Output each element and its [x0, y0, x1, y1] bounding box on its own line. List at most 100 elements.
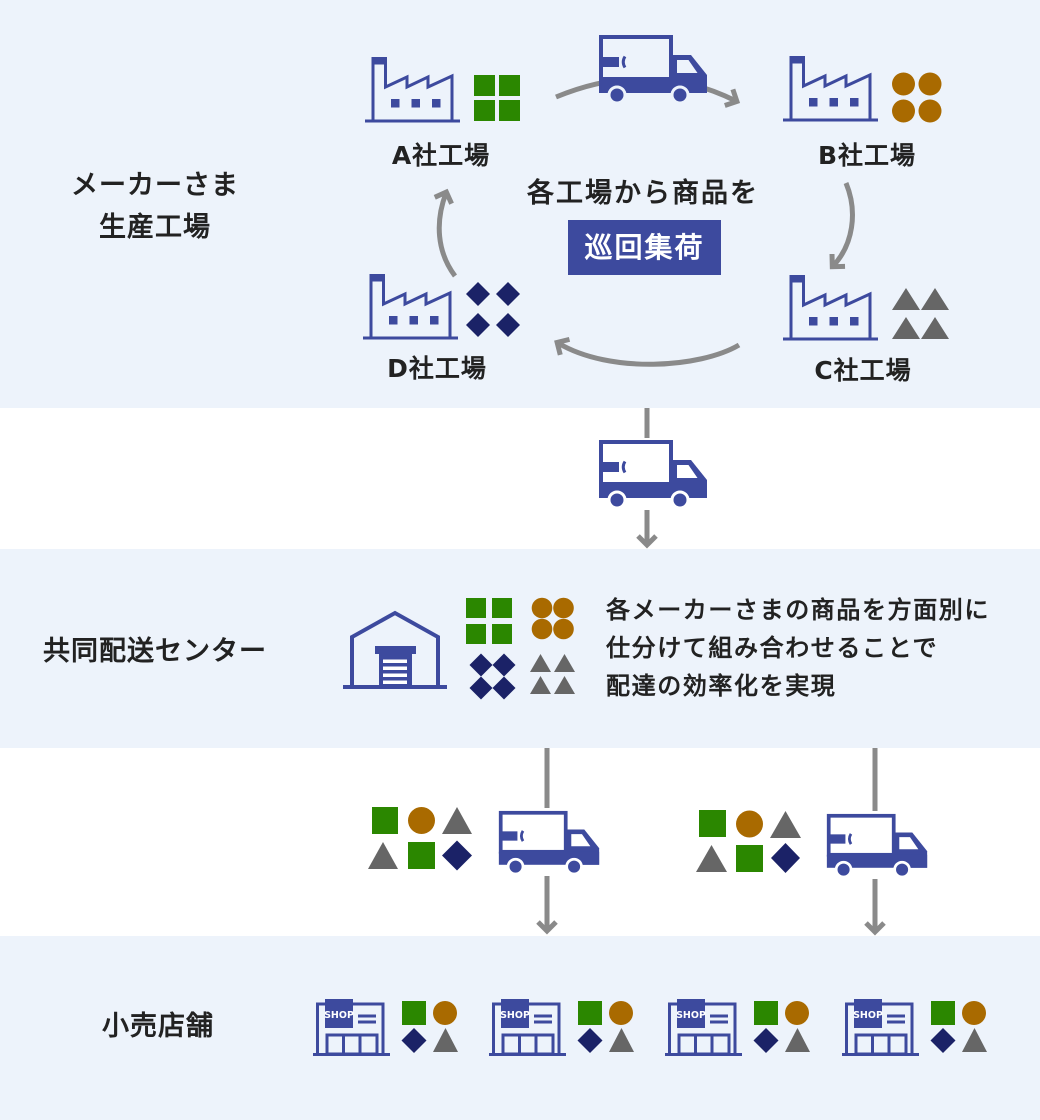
- door-slat: [383, 680, 407, 684]
- goods-diamond: [469, 676, 493, 700]
- goods-square: [499, 75, 520, 96]
- factory-b-label: B社工場: [817, 141, 917, 170]
- shop-window-dividers: [518, 1035, 538, 1054]
- shop-icon: SHOP: [313, 999, 390, 1056]
- band-distribution-center: [0, 549, 1040, 748]
- goods-square: [372, 807, 398, 834]
- delivery-route-2: [696, 748, 930, 936]
- shop-storefront: [501, 1033, 555, 1056]
- goods-diamond: [753, 1028, 779, 1053]
- stage-label-line: 生産工場: [99, 212, 211, 243]
- mixed-goods: [696, 810, 801, 873]
- store-2: SHOP: [489, 999, 634, 1056]
- factory-c-label: C社工場: [814, 356, 912, 385]
- shop-storefront: [325, 1033, 379, 1056]
- goods-triangle: [554, 654, 575, 672]
- goods-diamond: [496, 313, 520, 337]
- store-goods: [930, 1001, 987, 1053]
- shop-icon: SHOP: [489, 999, 566, 1056]
- goods-diamond: [577, 1028, 603, 1053]
- goods-circle: [609, 1001, 633, 1025]
- factory-d: [361, 272, 520, 340]
- goods-triangle: [530, 676, 551, 694]
- shop-window-dividers: [694, 1035, 714, 1054]
- shop-sign: [854, 999, 882, 1028]
- goods-circle: [553, 618, 574, 640]
- store-goods: [753, 1001, 810, 1053]
- goods-square: [699, 810, 726, 837]
- goods-square: [492, 598, 512, 618]
- goods-triangle: [609, 1028, 634, 1052]
- factory-a-label: A社工場: [391, 141, 491, 170]
- stage-label-manufacturers: メーカーさま 生産工場: [40, 165, 270, 249]
- shop-sign-lines: [358, 1014, 376, 1024]
- arrow-c-to-d: [554, 336, 741, 367]
- door-slat: [383, 673, 407, 677]
- goods-circle: [408, 807, 435, 834]
- milk-run-caption: 各工場から商品を: [527, 178, 759, 209]
- milk-run-badge: 巡回集荷: [568, 220, 721, 275]
- center-goods: [466, 597, 575, 700]
- goods-diamond: [442, 840, 472, 871]
- goods-triangle: [530, 654, 551, 672]
- shop-sign-text: SHOP: [853, 1010, 883, 1021]
- goods-circle: [918, 99, 942, 123]
- goods-square: [736, 845, 763, 872]
- warehouse-icon: [343, 610, 447, 689]
- goods-square: [474, 75, 495, 96]
- factory-d-label: D社工場: [387, 354, 487, 383]
- goods-circle: [531, 618, 553, 640]
- shop-sign-lines: [534, 1014, 552, 1024]
- factory-c: [781, 273, 949, 341]
- door-slat: [383, 659, 407, 663]
- shop-icon: SHOP: [842, 999, 919, 1056]
- truck-icon: [597, 35, 709, 105]
- goods-circle: [892, 99, 915, 123]
- goods-square: [492, 624, 512, 644]
- goods-triangle: [892, 288, 920, 310]
- truck-icon: [597, 440, 709, 510]
- goods-square: [578, 1001, 602, 1025]
- stage-label-retail: 小売店舗: [102, 1011, 214, 1042]
- factory-b: [781, 54, 942, 123]
- goods-circle: [433, 1001, 457, 1025]
- goods-diamond: [401, 1028, 427, 1053]
- arrow-d-to-a: [433, 188, 458, 278]
- factory-icon: [361, 272, 460, 340]
- warehouse-door-lintel: [375, 646, 416, 654]
- truck-icon: [824, 813, 930, 879]
- shop-sign-lines: [710, 1014, 728, 1024]
- goods-square: [499, 100, 520, 121]
- goods-triangle: [770, 811, 801, 838]
- goods-square: [754, 1001, 778, 1025]
- store-3: SHOP: [665, 999, 810, 1056]
- shop-sign-lines: [887, 1014, 905, 1024]
- shop-sign-text: SHOP: [676, 1010, 706, 1021]
- factory-icon: [781, 273, 880, 341]
- shop-sign-text: SHOP: [500, 1010, 530, 1021]
- goods-navy-diamonds: [466, 282, 520, 337]
- goods-circle: [962, 1001, 986, 1025]
- goods-circle: [531, 597, 553, 619]
- door-slat: [383, 666, 407, 670]
- stage-label-distribution-center: 共同配送センター: [43, 636, 267, 667]
- truck-icon: [496, 810, 602, 876]
- goods-triangle: [921, 317, 949, 339]
- mixed-goods: [368, 807, 472, 871]
- shop-sign-text: SHOP: [324, 1010, 354, 1021]
- goods-square: [402, 1001, 426, 1025]
- shop-sign: [677, 999, 705, 1028]
- goods-gray-triangles: [892, 288, 949, 339]
- goods-triangle: [368, 842, 398, 869]
- goods-triangle: [892, 317, 920, 339]
- goods-diamond: [466, 282, 490, 306]
- goods-diamond: [771, 843, 800, 873]
- shop-sign: [325, 999, 353, 1028]
- goods-square: [408, 842, 435, 869]
- goods-circle: [892, 72, 915, 96]
- goods-triangle: [554, 676, 575, 694]
- arrow-b-to-c: [829, 182, 855, 270]
- description-line: 配達の効率化を実現: [606, 672, 837, 700]
- goods-diamond: [930, 1028, 956, 1053]
